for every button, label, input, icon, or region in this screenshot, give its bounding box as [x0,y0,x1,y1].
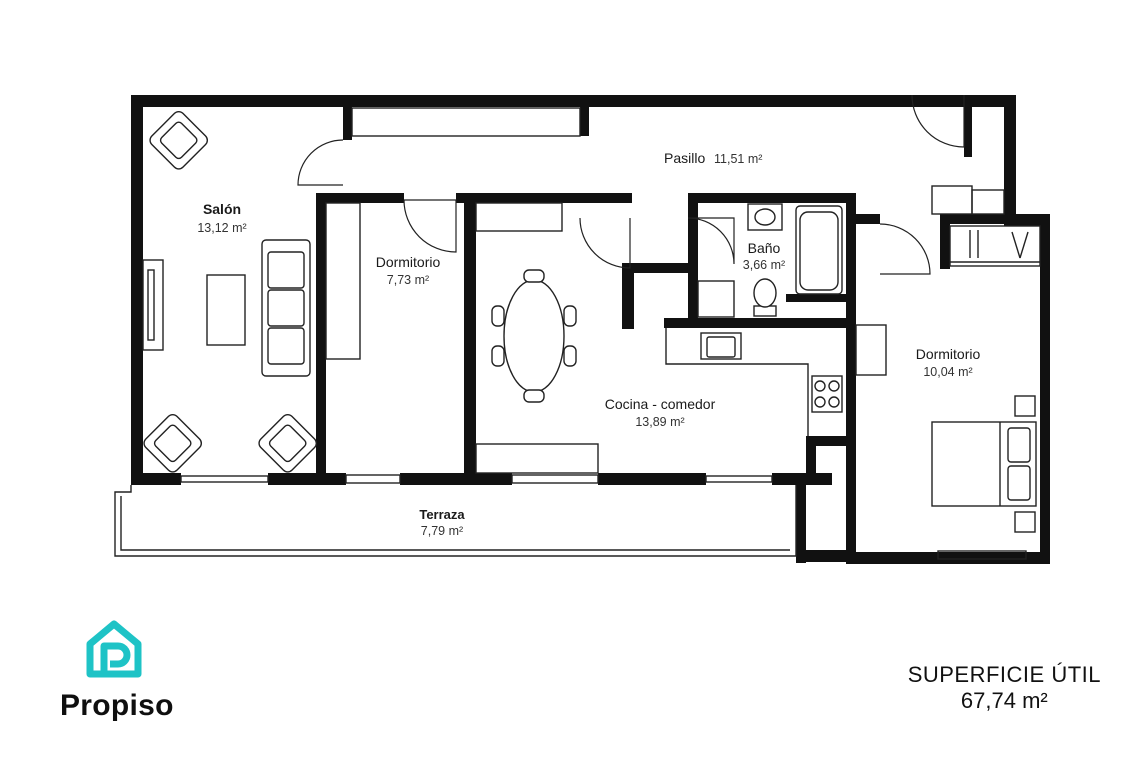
room-area-terraza: 7,79 m² [421,524,463,538]
summary: SUPERFICIE ÚTIL 67,74 m² [908,662,1101,714]
cocina-furniture [475,202,843,474]
room-name-bano: Baño [748,240,781,256]
room-name-salon: Salón [203,201,241,217]
room-area-cocina: 13,89 m² [635,415,684,429]
room-area-bano: 3,66 m² [743,258,785,272]
dormitorio1-furniture [325,202,361,360]
room-name-cocina: Cocina - comedor [605,396,716,412]
bano-fixtures [697,203,843,318]
room-name-terraza: Terraza [419,507,465,522]
interior-walls [316,95,1010,563]
terraza [114,485,797,557]
room-name-dormitorio2: Dormitorio [916,346,981,362]
doors [297,94,965,275]
room-name-pasillo: Pasillo [664,150,705,166]
brand: Propiso [60,618,180,723]
room-labels: Salón 13,12 m² Pasillo 11,51 m² Dormitor… [197,150,980,538]
room-area-dormitorio1: 7,73 m² [387,273,429,287]
house-logo-icon [86,620,142,678]
room-area-pasillo: 11,51 m² [714,152,762,166]
summary-value: 67,74 m² [960,688,1048,713]
dormitorio2-furniture [855,225,1041,533]
room-area-dormitorio2: 10,04 m² [923,365,972,379]
room-area-salon: 13,12 m² [197,221,246,235]
salon-furniture [142,110,318,473]
room-name-dormitorio1: Dormitorio [376,254,441,270]
brand-name: Propiso [60,689,174,722]
summary-label: SUPERFICIE ÚTIL [907,662,1101,687]
